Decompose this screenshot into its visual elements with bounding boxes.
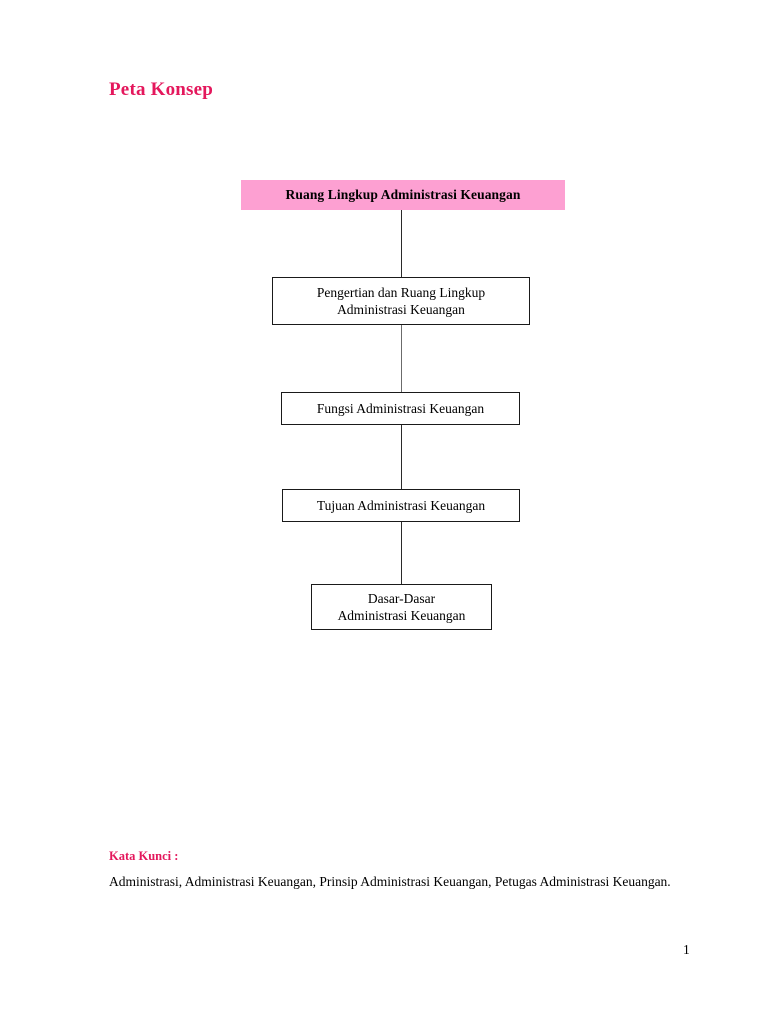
connector-pengertian-to-fungsi xyxy=(401,325,403,392)
keywords-text: Administrasi, Administrasi Keuangan, Pri… xyxy=(109,874,671,889)
keywords-label: Kata Kunci : xyxy=(109,849,179,863)
concept-node-fungsi-label: Fungsi Administrasi Keuangan xyxy=(316,400,485,416)
keywords-section: Kata Kunci : Administrasi, Administrasi … xyxy=(109,849,696,893)
concept-node-pengertian: Pengertian dan Ruang Lingkup Administras… xyxy=(272,277,530,325)
page-title: Peta Konsep xyxy=(109,78,214,100)
concept-node-tujuan: Tujuan Administrasi Keuangan xyxy=(282,489,520,522)
concept-node-fungsi: Fungsi Administrasi Keuangan xyxy=(281,392,520,425)
concept-node-pengertian-label: Pengertian dan Ruang Lingkup Administras… xyxy=(316,284,486,317)
concept-node-dasar-label: Dasar-Dasar Administrasi Keuangan xyxy=(337,590,466,623)
concept-node-dasar: Dasar-Dasar Administrasi Keuangan xyxy=(311,584,492,630)
connector-fungsi-to-tujuan xyxy=(401,425,403,489)
concept-node-root: Ruang Lingkup Administrasi Keuangan xyxy=(241,180,565,210)
connector-tujuan-to-dasar xyxy=(401,522,403,584)
concept-node-root-label: Ruang Lingkup Administrasi Keuangan xyxy=(285,187,521,203)
connector-root-to-pengertian xyxy=(401,210,403,277)
concept-node-tujuan-label: Tujuan Administrasi Keuangan xyxy=(316,497,486,513)
page-number: 1 xyxy=(683,942,690,957)
